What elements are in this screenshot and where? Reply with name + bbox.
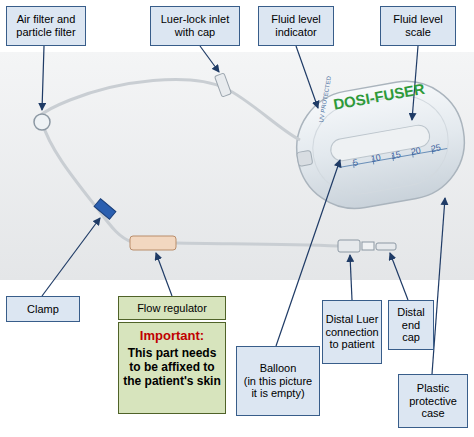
callout-label: Distal Luer connection to patient <box>325 313 378 351</box>
callout-label: Fluid level indicator <box>262 13 330 38</box>
callout-label: Clamp <box>27 303 59 316</box>
callout-label: Fluid level scale <box>384 13 452 38</box>
scale-number: 20 <box>410 145 422 157</box>
callout-label: Distal end cap <box>392 306 430 344</box>
callout-box: Plastic protective case <box>398 374 468 428</box>
photo-background <box>0 52 474 280</box>
callout-detail: (in this picture it is empty) <box>240 375 316 400</box>
callout-box: Distal end cap <box>388 300 434 350</box>
callout-label: Air filter and particle filter <box>10 13 82 38</box>
leader-lines <box>42 46 445 374</box>
callout-box: Fluid level scale <box>380 6 456 46</box>
callout-detail: This part needs to be affixed to the pat… <box>122 347 222 388</box>
callout-label: Flow regulator <box>137 302 207 315</box>
plastic-case <box>288 72 474 217</box>
callout-label: Balloon <box>260 362 297 375</box>
callout-box: Clamp <box>6 296 80 322</box>
warning-note: Important: This part needs to be affixed … <box>118 322 226 414</box>
callout-label: Plastic protective case <box>402 382 464 420</box>
callout-label: Luer-lock inlet with cap <box>154 13 236 38</box>
callout-label: Important: <box>140 329 204 344</box>
callout-box: Flow regulator <box>118 296 226 320</box>
scale-number: 25 <box>430 142 442 154</box>
callout-box: Air filter and particle filter <box>6 6 86 46</box>
scale-number: 15 <box>390 149 402 161</box>
callout-box: Luer-lock inlet with cap <box>150 6 240 46</box>
scale-number: 10 <box>370 152 382 164</box>
callout-box: Balloon(in this picture it is empty) <box>236 346 320 416</box>
callout-box: Fluid level indicator <box>258 6 334 46</box>
callout-box: Distal Luer connection to patient <box>322 300 382 364</box>
